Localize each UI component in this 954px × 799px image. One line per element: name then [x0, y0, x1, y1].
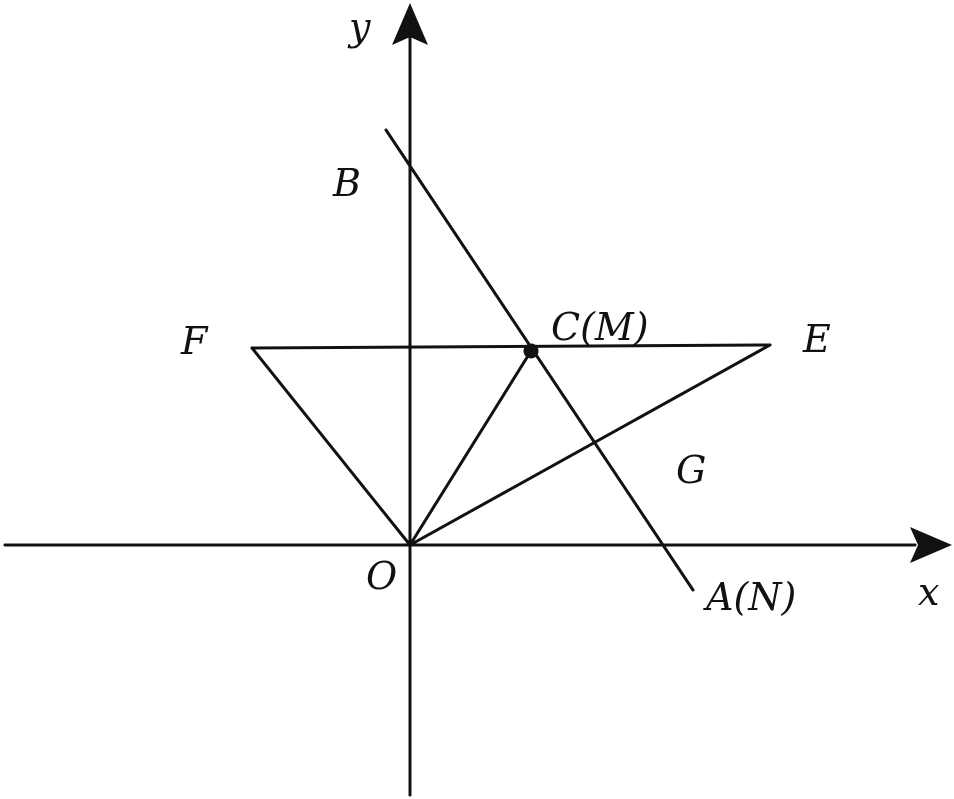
y-axis-label: y [347, 5, 371, 49]
segment-f-e [250, 343, 772, 350]
segment-o-f [250, 346, 412, 547]
x-axis-arrow [910, 527, 952, 563]
point-g-label: G [676, 448, 706, 492]
point-f-label: F [180, 319, 209, 363]
point-e-label: E [802, 317, 831, 361]
y-axis-arrow [392, 3, 428, 45]
segment-o-e [408, 343, 772, 547]
point-a-label: A(N) [703, 575, 796, 619]
point-c-dot [523, 343, 539, 359]
point-b-label: B [332, 161, 361, 205]
origin-label: O [366, 554, 397, 598]
segment-o-c [408, 349, 533, 547]
line-b-a [384, 128, 695, 592]
point-c-label: C(M) [551, 305, 649, 349]
x-axis-label: x [918, 570, 939, 614]
